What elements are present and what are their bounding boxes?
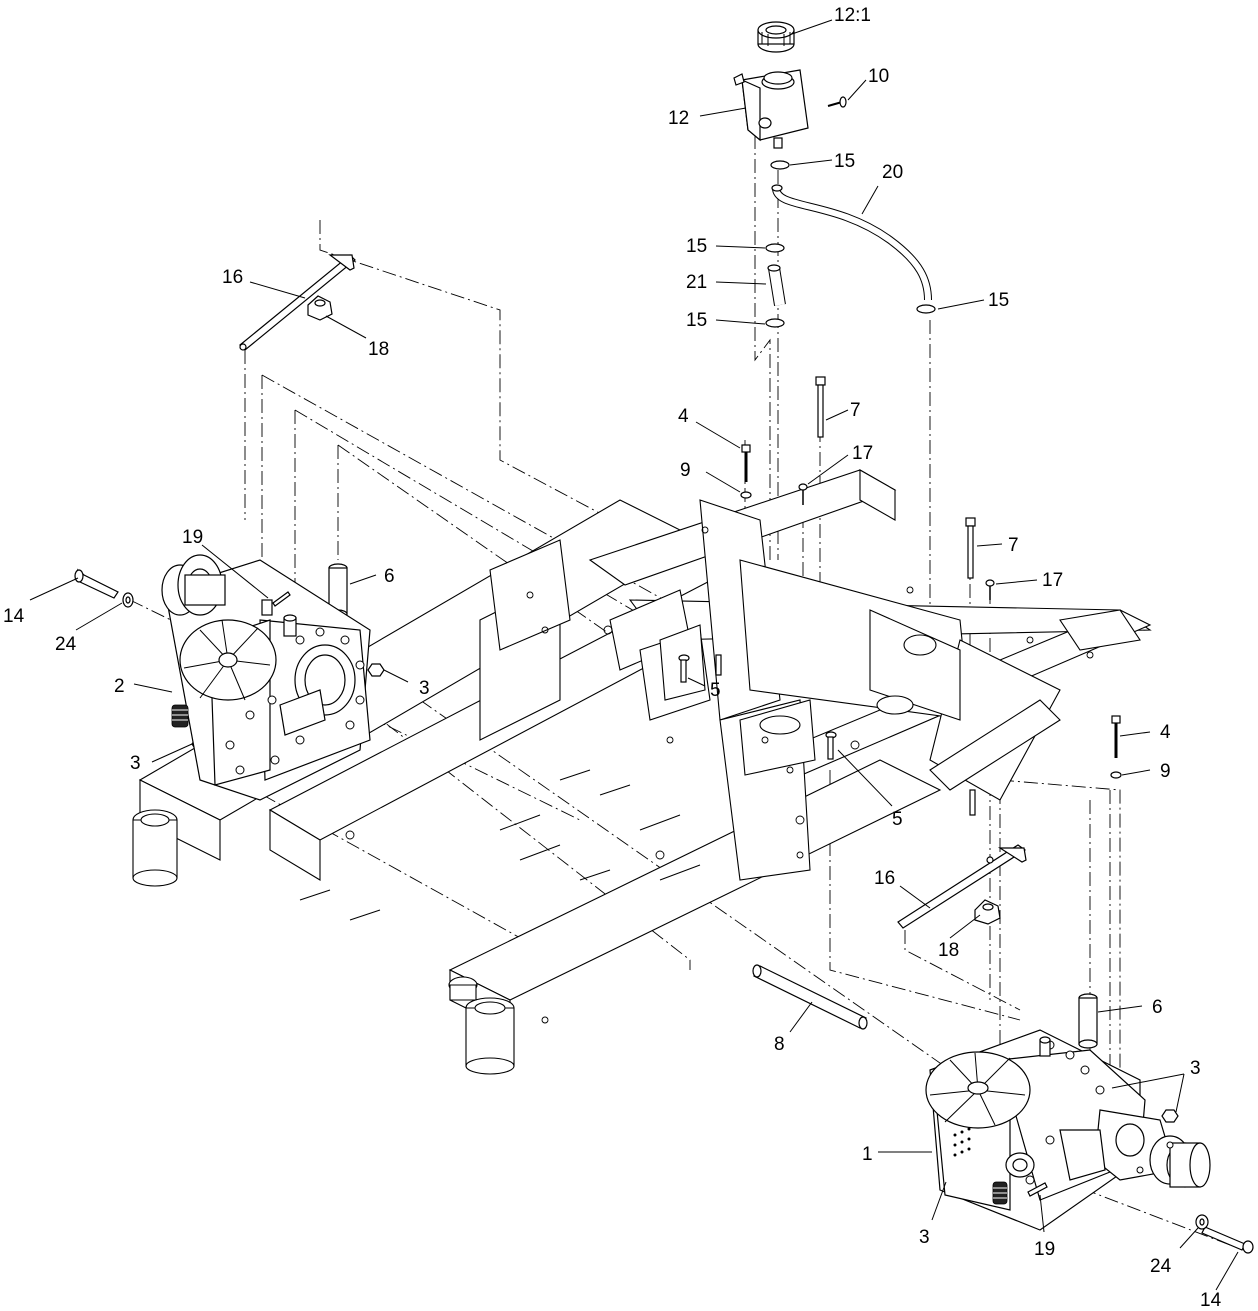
callout-16-left: 16 [222,267,243,288]
callout-9-right: 9 [1160,761,1171,782]
callout-19-right: 19 [1034,1239,1055,1260]
knobs [307,295,1001,925]
leader-lines [29,19,1239,1291]
callout-12-1: 12:1 [834,5,871,26]
left-transaxle [161,554,371,801]
callout-14-right: 14 [1200,1290,1222,1311]
callout-3-left-b: 3 [130,753,141,774]
callout-3-right-a: 3 [1190,1058,1201,1079]
callout-5-a: 5 [710,680,721,701]
callout-21: 21 [686,272,707,293]
callout-2: 2 [114,676,125,697]
callout-18-left: 18 [368,339,389,360]
callout-7-right: 7 [1008,535,1019,556]
callout-20: 20 [882,162,903,183]
callout-4-right: 4 [1160,722,1171,743]
callout-7-top: 7 [850,400,861,421]
reservoir-screw [827,96,847,108]
right-transaxle [925,1029,1211,1231]
callout-17-top: 17 [852,443,873,464]
bolts [74,376,1254,1254]
long-hose [771,184,932,301]
callout-6-left: 6 [384,566,395,587]
brackets [239,254,1027,929]
reservoir-cap [757,21,795,53]
callout-5-b: 5 [892,809,903,830]
callout-3-right-b: 3 [919,1227,930,1248]
callout-15-a: 15 [834,151,855,172]
callout-3-left-a: 3 [419,678,430,699]
reservoir-tank [733,69,809,149]
callout-15-b: 15 [686,236,707,257]
callout-24-right: 24 [1150,1256,1172,1277]
callout-19-left: 19 [182,527,203,548]
callout-14-left: 14 [3,606,25,627]
hose-clamps [765,160,936,328]
callout-6-right: 6 [1152,997,1163,1018]
callout-17-right: 17 [1042,570,1063,591]
callout-1: 1 [862,1144,873,1165]
chassis-frame [132,469,1152,1075]
short-hose [767,264,786,306]
callout-10: 10 [868,66,889,87]
callout-12: 12 [668,108,689,129]
callout-8: 8 [774,1034,785,1055]
callout-4-top: 4 [678,406,689,427]
callout-labels: 12:1 10 12 15 20 15 21 15 15 16 18 4 7 9… [3,5,1222,1311]
callout-15-c: 15 [686,310,707,331]
callout-16-right: 16 [874,868,895,889]
callout-15-d: 15 [988,290,1009,311]
callout-9-top: 9 [680,460,691,481]
callout-24-left: 24 [55,634,77,655]
callout-18-right: 18 [938,940,959,961]
